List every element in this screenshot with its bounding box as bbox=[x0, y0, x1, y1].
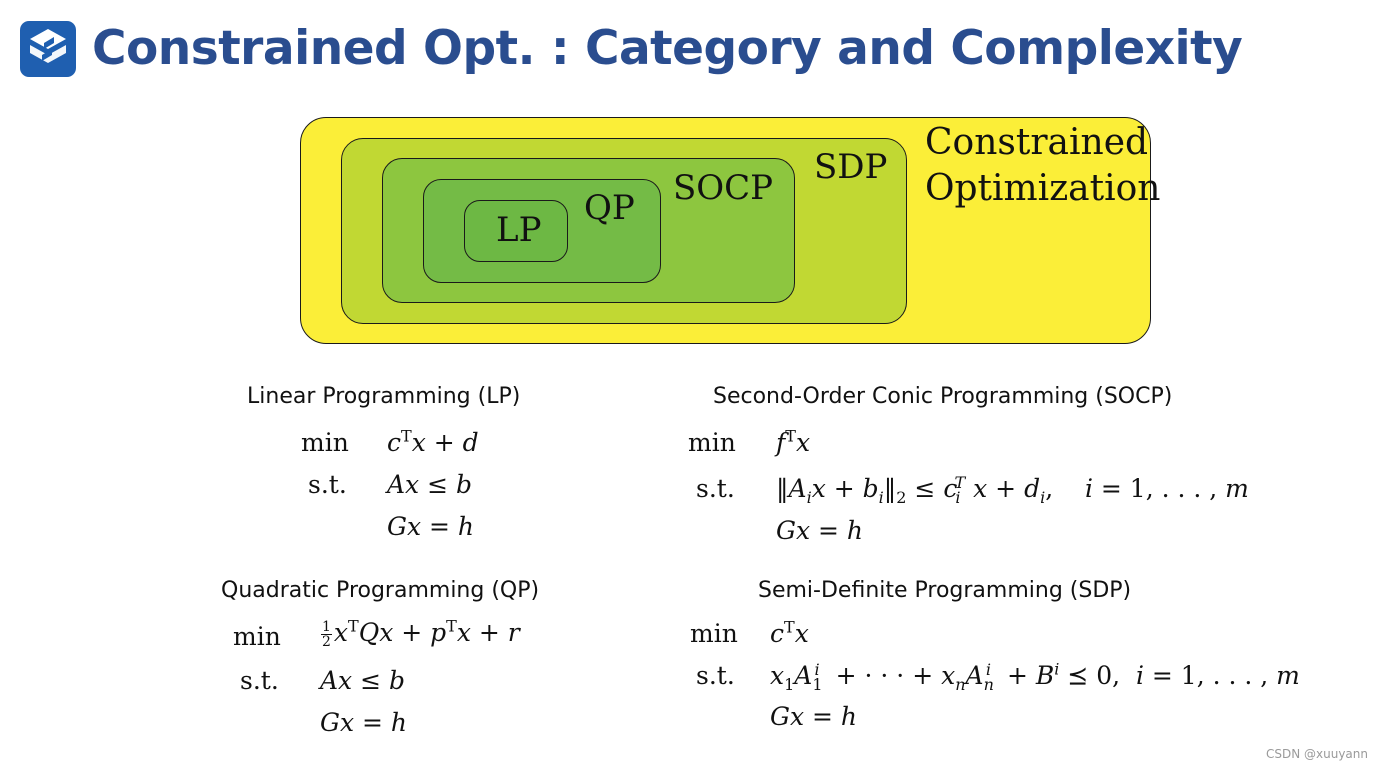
slide-title: Constrained Opt. : Category and Complexi… bbox=[92, 21, 1243, 76]
qp-constraint-ineq: Ax ≤ b bbox=[320, 666, 406, 695]
sdp-constraint-eq: Gx = h bbox=[770, 702, 858, 731]
socp-st-label: s.t. bbox=[696, 474, 735, 503]
lp-heading: Linear Programming (LP) bbox=[247, 384, 521, 409]
sdp-objective: cTx bbox=[770, 617, 809, 648]
sdp-set-label: SDP bbox=[814, 147, 888, 187]
sdp-st-label: s.t. bbox=[696, 661, 735, 690]
lp-set-label: LP bbox=[496, 210, 542, 250]
sdp-min-label: min bbox=[690, 619, 738, 648]
socp-min-label: min bbox=[688, 428, 736, 457]
lp-objective: cTx + d bbox=[387, 426, 479, 457]
lp-st-label: s.t. bbox=[308, 470, 347, 499]
sdp-constraint-lmi: x1A1i + · · · + xnAni + Bi ⪯ 0, i = 1, .… bbox=[770, 659, 1300, 694]
qp-heading: Quadratic Programming (QP) bbox=[221, 578, 540, 603]
qp-min-label: min bbox=[233, 622, 281, 651]
lp-min-label: min bbox=[301, 428, 349, 457]
lp-constraint-ineq: Ax ≤ b bbox=[387, 470, 473, 499]
socp-set-label: SOCP bbox=[673, 168, 774, 208]
qp-set-label: QP bbox=[584, 188, 635, 228]
socp-constraint-eq: Gx = h bbox=[776, 516, 864, 545]
qp-st-label: s.t. bbox=[240, 666, 279, 695]
socp-objective: fTx bbox=[776, 426, 811, 457]
constrained-optimization-label: Constrained Optimization bbox=[925, 122, 1161, 209]
lp-constraint-eq: Gx = h bbox=[387, 512, 475, 541]
lp-set bbox=[464, 200, 568, 262]
watermark: CSDN @xuuyann bbox=[1265, 747, 1368, 761]
socp-heading: Second-Order Conic Programming (SOCP) bbox=[713, 384, 1173, 409]
logo-icon bbox=[20, 21, 76, 77]
sdp-heading: Semi-Definite Programming (SDP) bbox=[758, 578, 1132, 603]
qp-constraint-eq: Gx = h bbox=[320, 708, 408, 737]
